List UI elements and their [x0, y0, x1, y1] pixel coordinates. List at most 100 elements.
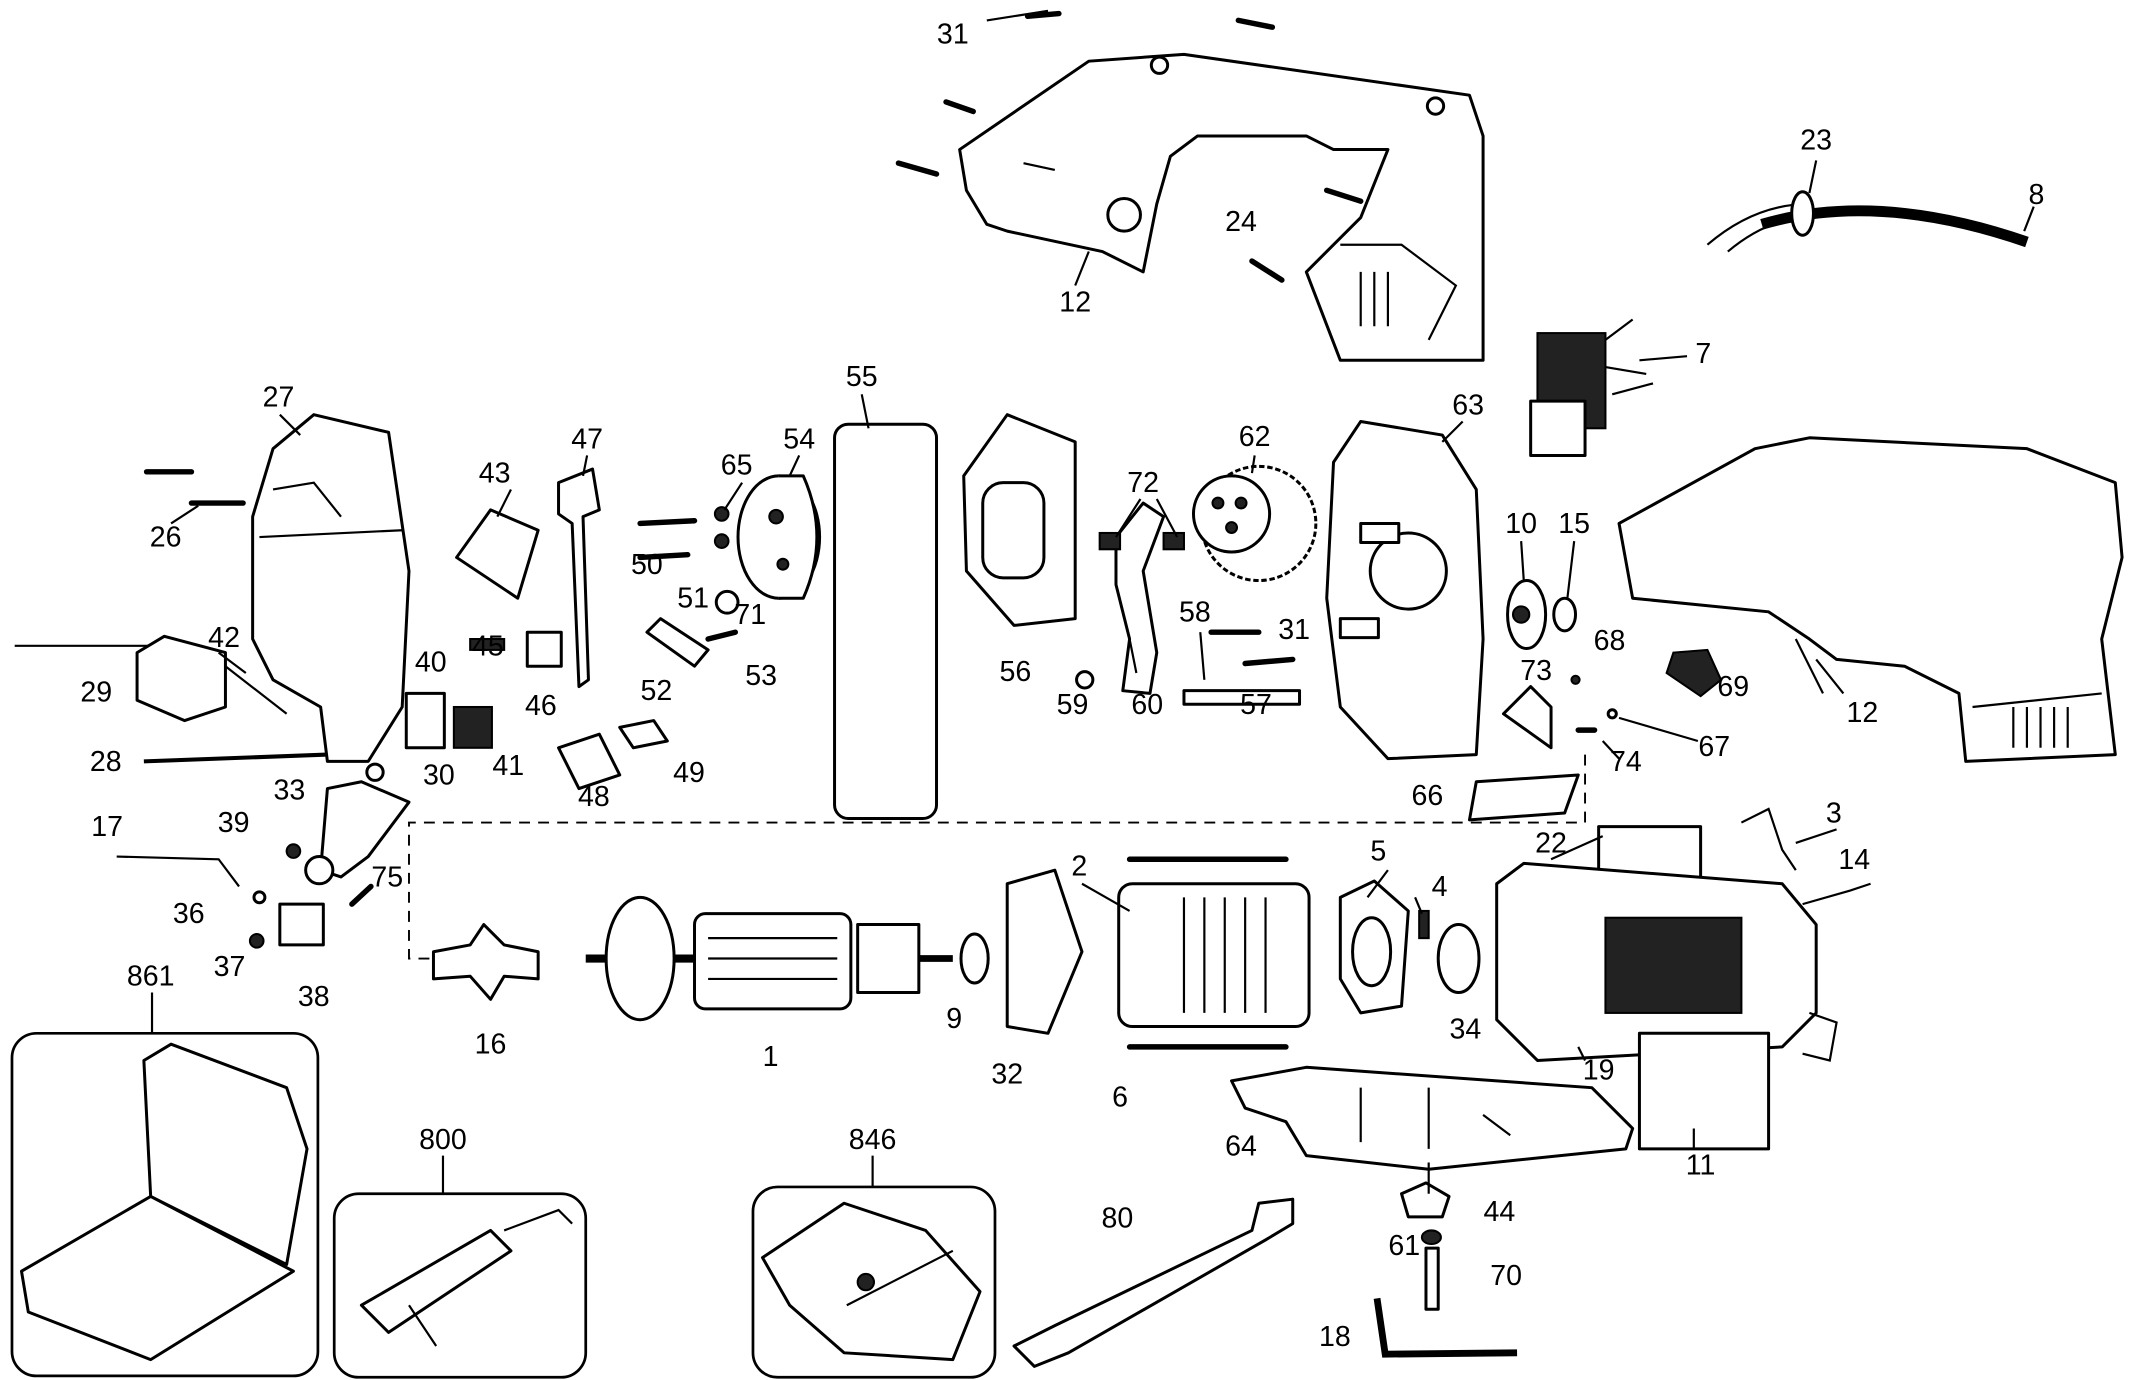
- callout-28: 28: [90, 746, 122, 778]
- gear-part: [1191, 464, 1318, 583]
- callout-30: 30: [423, 759, 455, 791]
- callout-42: 42: [208, 622, 240, 654]
- callout-54: 54: [783, 424, 815, 456]
- callout-33: 33: [273, 774, 305, 806]
- callout-74: 74: [1610, 746, 1642, 778]
- front-housing-part: [14, 413, 411, 949]
- callout-5: 5: [1370, 836, 1386, 868]
- callout-48: 48: [578, 781, 610, 813]
- top-housing-part: [895, 9, 1485, 362]
- baffle-ring-part: [1005, 868, 1084, 1035]
- callout-47: 47: [571, 424, 603, 456]
- callout-16: 16: [475, 1029, 507, 1061]
- kit-box-861: [10, 1031, 320, 1378]
- callout-80: 80: [1101, 1203, 1133, 1235]
- callout-36: 36: [173, 898, 205, 930]
- callout-46: 46: [525, 690, 557, 722]
- nameplate-part: [1467, 773, 1580, 822]
- leader-lines: [150, 251, 1837, 1194]
- callout-1: 1: [763, 1041, 779, 1073]
- callout-57: 57: [1240, 689, 1272, 721]
- callout-18: 18: [1319, 1321, 1351, 1353]
- bearing-parts: [1501, 579, 1723, 760]
- cover-plate-part: [962, 413, 1077, 627]
- counterweight-disc-part: [736, 474, 822, 600]
- brush-holder-parts: [1338, 879, 1481, 1015]
- callout-39: 39: [218, 807, 250, 839]
- callout-65: 65: [721, 450, 753, 482]
- assembly-guide-line: [408, 754, 1587, 960]
- wrench-part: [1012, 1197, 1295, 1368]
- lever-part: [1075, 501, 1302, 706]
- shoe-hardware: [1373, 1181, 1518, 1358]
- callout-62: 62: [1239, 421, 1271, 453]
- callout-45: 45: [472, 630, 504, 662]
- callout-70: 70: [1490, 1260, 1522, 1292]
- callout-52: 52: [641, 675, 673, 707]
- motor-housing-part: [1495, 807, 1871, 1151]
- callout-40: 40: [415, 647, 447, 679]
- power-cord-part: [1706, 160, 2035, 253]
- callout-12b: 12: [1847, 697, 1879, 729]
- callout-66: 66: [1411, 780, 1443, 812]
- callout-2: 2: [1071, 851, 1087, 883]
- callout-labels: 31 12 24 23 8 7 27 26 43 47 65 54 55 62 …: [80, 19, 2044, 1354]
- callout-41: 41: [492, 750, 524, 782]
- callout-27: 27: [263, 382, 295, 414]
- shoe-part: [1230, 1065, 1635, 1171]
- callout-31b: 31: [1278, 614, 1310, 646]
- small-parts-group: [404, 467, 740, 791]
- callout-4: 4: [1432, 871, 1448, 903]
- callout-59: 59: [1057, 689, 1089, 721]
- callout-9: 9: [946, 1003, 962, 1035]
- callout-14: 14: [1838, 844, 1870, 876]
- callout-32: 32: [991, 1059, 1023, 1091]
- callout-73: 73: [1520, 655, 1552, 687]
- callout-800: 800: [419, 1124, 467, 1156]
- kit-box-800: [332, 1192, 588, 1379]
- callout-50: 50: [631, 549, 663, 581]
- callout-58: 58: [1179, 596, 1211, 628]
- fan-baffle-part: [431, 923, 540, 1001]
- callout-55: 55: [846, 361, 878, 393]
- callout-29: 29: [80, 677, 112, 709]
- rear-housing-part: [1617, 436, 2124, 763]
- callout-68: 68: [1594, 625, 1626, 657]
- callout-38: 38: [298, 981, 330, 1013]
- armature-part: [585, 895, 990, 1022]
- callout-10: 10: [1505, 508, 1537, 540]
- callout-67: 67: [1698, 731, 1730, 763]
- callout-64: 64: [1225, 1131, 1257, 1163]
- callout-31a: 31: [937, 19, 969, 51]
- callout-53: 53: [745, 660, 777, 692]
- gear-case-part: [1325, 419, 1485, 761]
- callout-69: 69: [1717, 671, 1749, 703]
- callout-19: 19: [1583, 1055, 1615, 1087]
- callout-34: 34: [1450, 1014, 1482, 1046]
- callout-51: 51: [677, 583, 709, 615]
- callout-61: 61: [1388, 1230, 1420, 1262]
- callout-72: 72: [1127, 467, 1159, 499]
- callout-15: 15: [1558, 508, 1590, 540]
- callout-7: 7: [1695, 338, 1711, 370]
- callout-6: 6: [1112, 1082, 1128, 1114]
- callout-11: 11: [1686, 1150, 1716, 1182]
- callout-23: 23: [1800, 125, 1832, 157]
- callout-75: 75: [371, 861, 403, 893]
- callout-22: 22: [1535, 827, 1567, 859]
- callout-3: 3: [1826, 798, 1842, 830]
- callout-63: 63: [1452, 390, 1484, 422]
- callout-24: 24: [1225, 206, 1257, 238]
- callout-56: 56: [999, 656, 1031, 688]
- callout-71: 71: [734, 599, 766, 631]
- callout-37: 37: [214, 951, 246, 983]
- callout-26: 26: [150, 522, 182, 554]
- callout-44: 44: [1484, 1196, 1516, 1228]
- callout-846: 846: [849, 1124, 897, 1156]
- callout-43: 43: [479, 458, 511, 490]
- field-part: [1117, 856, 1311, 1050]
- gasket-part: [833, 422, 939, 820]
- callout-861: 861: [127, 961, 175, 993]
